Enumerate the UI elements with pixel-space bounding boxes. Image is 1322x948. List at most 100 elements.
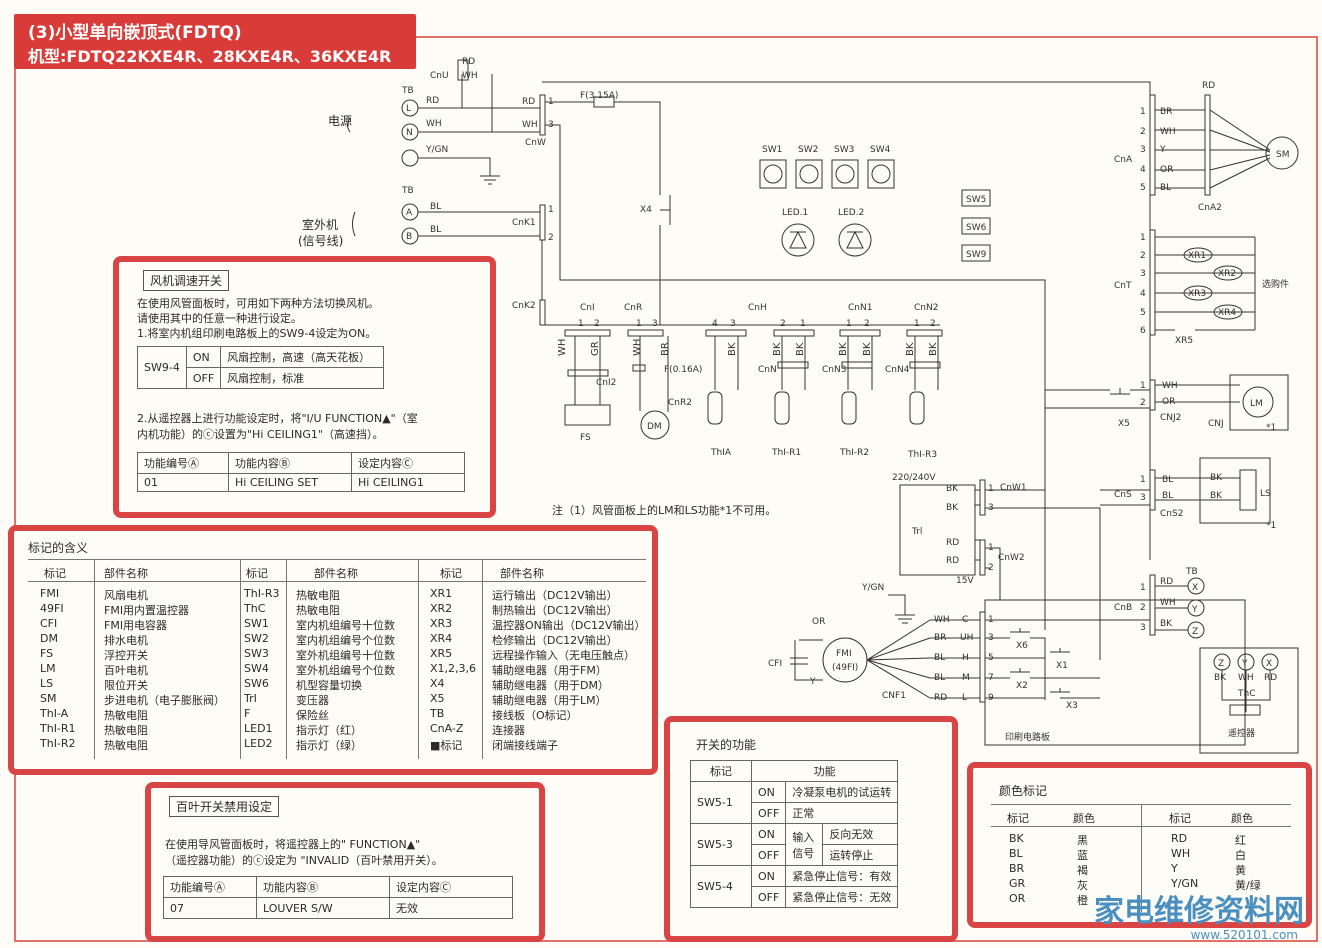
svg-text:SM: SM (1276, 150, 1289, 160)
svg-text:BL: BL (934, 673, 945, 683)
legend-col1-names-item: 限位开关 (104, 679, 148, 692)
svg-text:CnS2: CnS2 (1160, 509, 1183, 519)
svg-text:N: N (406, 128, 413, 138)
svg-text:FS: FS (580, 433, 591, 443)
outdoor-label-sub: (信号线) (298, 234, 344, 248)
fan-function-table: 功能编号Ⓐ 功能内容Ⓑ 设定内容Ⓒ 01 Hi CEILING SET Hi C… (137, 452, 465, 492)
svg-text:XR4: XR4 (1218, 308, 1236, 318)
svg-text:Z: Z (1218, 659, 1224, 669)
svg-text:SW4: SW4 (870, 145, 891, 155)
fan-panel-text-5: 内机功能）的ⓒ设置为"Hi CEILING1"（高速挡）。 (137, 428, 384, 441)
svg-text:选购件: 选购件 (1262, 278, 1289, 290)
legend-col3-names-item: 温控器ON输出（DC12V输出） (492, 619, 646, 632)
svg-text:(49FI): (49FI) (832, 663, 858, 673)
svg-text:CnA: CnA (1114, 155, 1133, 165)
legend-col3-names-item: 远程操作输入（无电压触点） (492, 649, 635, 662)
page-title: (3)小型单向嵌顶式(FDTQ) (28, 23, 242, 43)
svg-text:3: 3 (1140, 623, 1146, 633)
color-left-marks-item: GR (1009, 877, 1026, 890)
legend-title: 标记的含义 (28, 541, 89, 555)
svg-text:RD: RD (1264, 673, 1277, 683)
svg-text:BR: BR (934, 633, 946, 643)
legend-col3-marks-item: X5 (430, 692, 445, 705)
svg-text:*1: *1 (1266, 423, 1276, 433)
legend-col2-marks-item: LED1 (244, 722, 273, 735)
legend-col3-names-item: 辅助继电器（用于DM） (492, 679, 609, 692)
legend-col1-names-item: 热敏电阻 (104, 709, 148, 722)
legend-col2-marks-item: LED2 (244, 737, 273, 750)
svg-text:3: 3 (1140, 493, 1146, 503)
svg-text:X5: X5 (1118, 419, 1130, 429)
louver-title: 百叶开关禁用设定 (169, 796, 280, 817)
diagram-note: 注（1）风管面板上的LM和LS功能*1不可用。 (552, 504, 777, 517)
louver-text-1: 在使用导风管面板时，将遥控器上的" FUNCTION▲" (165, 838, 421, 851)
svg-text:X: X (1266, 659, 1272, 669)
svg-text:RD: RD (946, 556, 959, 566)
svg-text:*1: *1 (1266, 521, 1276, 531)
svg-text:15V: 15V (956, 576, 974, 586)
legend-col1-marks-item: CFI (40, 617, 58, 630)
svg-text:Trl: Trl (911, 527, 922, 537)
svg-text:BK: BK (1160, 619, 1173, 629)
svg-text:CnN2: CnN2 (914, 303, 938, 313)
legend-col1-marks-item: FMI (40, 587, 60, 600)
svg-text:SW2: SW2 (798, 145, 818, 155)
svg-text:SW9: SW9 (966, 250, 987, 260)
fan-panel-text-2: 请使用其中的任意一种进行设定。 (137, 312, 302, 325)
svg-text:DM: DM (647, 422, 662, 432)
svg-text:OR: OR (1162, 397, 1175, 407)
svg-text:Y/GN: Y/GN (861, 583, 884, 593)
svg-text:TB: TB (401, 186, 414, 196)
svg-text:1: 1 (1140, 475, 1146, 485)
svg-text:BK: BK (1214, 673, 1227, 683)
svg-text:X4: X4 (640, 205, 652, 215)
svg-text:WH: WH (462, 71, 478, 81)
legend-col2-names-item: 保险丝 (296, 709, 329, 722)
svg-text:2: 2 (930, 319, 936, 329)
svg-text:2: 2 (988, 563, 994, 573)
legend-col1-marks-item: LM (40, 662, 56, 675)
legend-col2-names-item: 室内机组编号个位数 (296, 634, 395, 647)
svg-text:BL: BL (1160, 183, 1171, 193)
legend-col3-marks-item: XR3 (430, 617, 453, 630)
legend-col2-marks-item: SW2 (244, 632, 269, 645)
legend-col3-names-item: 运行输出（DC12V输出） (492, 589, 618, 602)
watermark: 家电维修资料网 (1094, 894, 1304, 929)
svg-text:CnK1: CnK1 (512, 218, 536, 228)
legend-col1-names-item: 排水电机 (104, 634, 148, 647)
legend-col1-marks-item: LS (40, 677, 54, 690)
legend-col2-names-item: 室外机组编号十位数 (296, 649, 395, 662)
legend-col2-names-item: 变压器 (296, 694, 329, 707)
fan-speed-panel: 风机调速开关 在使用风管面板时，可用如下两种方法切换风机。 请使用其中的任意一种… (113, 256, 496, 518)
svg-text:Y: Y (1191, 605, 1198, 615)
svg-text:BK: BK (1210, 491, 1223, 501)
svg-text:5: 5 (988, 653, 994, 663)
svg-text:XR1: XR1 (1188, 251, 1206, 261)
color-right-marks-item: Y/GN (1171, 877, 1199, 890)
outdoor-label: 室外机 (302, 218, 339, 232)
svg-text:L: L (962, 693, 967, 703)
legend-col2-marks-item: F (244, 707, 251, 720)
switch-table: 标记 功能 SW5-1 ON 冷凝泵电机的试运转 OFF 正常 SW5-3 ON… (690, 760, 899, 908)
color-right-colors-item: 红 (1235, 834, 1246, 847)
color-left-colors-item: 褐 (1077, 864, 1088, 877)
svg-text:Y: Y (1159, 145, 1166, 155)
svg-text:XR2: XR2 (1218, 269, 1236, 279)
svg-text:3: 3 (988, 633, 994, 643)
legend-col1-names-item: FMI用内置温控器 (104, 604, 190, 617)
svg-text:M: M (962, 673, 970, 683)
legend-col3-names-item: 闭端接线端子 (492, 739, 558, 752)
fan-panel-title: 风机调速开关 (143, 270, 230, 291)
svg-text:BK: BK (795, 342, 806, 356)
svg-text:Y: Y (809, 677, 816, 687)
svg-text:WH: WH (557, 339, 568, 356)
svg-text:TB: TB (1185, 567, 1198, 577)
legend-col2-marks-item: ThI-R3 (244, 587, 280, 600)
legend-col1-marks-item: ThI-R1 (40, 722, 76, 735)
svg-text:2: 2 (594, 319, 600, 329)
color-right-marks-item: RD (1171, 832, 1188, 845)
svg-text:CnR2: CnR2 (668, 398, 692, 408)
svg-text:LM: LM (1250, 399, 1263, 409)
legend-col2-names-item: 热敏电阻 (296, 604, 340, 617)
